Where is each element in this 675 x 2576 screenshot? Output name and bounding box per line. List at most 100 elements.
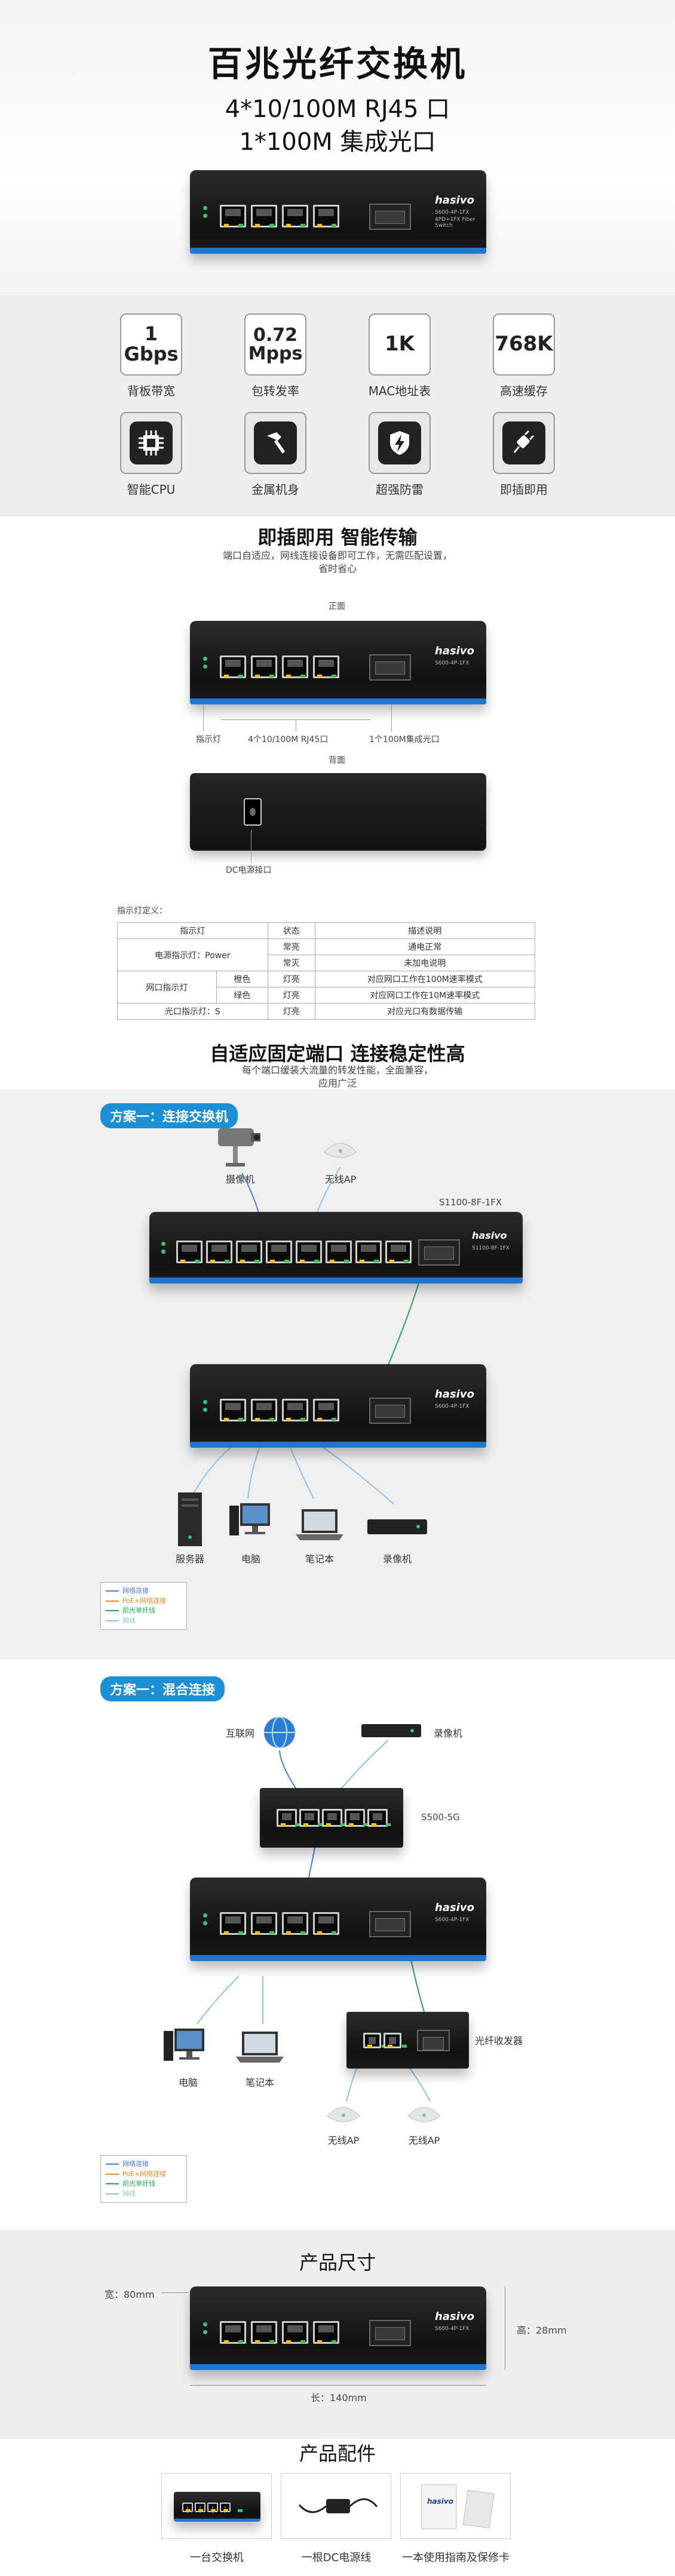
plug-icon: [502, 421, 545, 464]
camera-icon: [218, 1128, 260, 1167]
feature-label: 背板带宽: [127, 384, 175, 398]
callout-fiber: 1个100M集成光口: [369, 735, 440, 744]
laptop-icon: [296, 1509, 343, 1540]
pc-label: 电脑: [241, 1553, 260, 1565]
accessory-cable-label: 一根DC电源线: [301, 2552, 372, 2564]
dimension-height: 高：28mm: [517, 2325, 567, 2336]
legend-item: 网络连接: [106, 2159, 182, 2169]
legend-item: 前光单纤线: [106, 1606, 182, 1616]
lightning-shield-icon: [378, 421, 421, 464]
mixed-section: 方案一：混合连接 互联网 录像机 S500-5G: [0, 1660, 675, 2230]
legend-item: 网线: [106, 1616, 182, 1626]
manual-book-icon: hasivo: [421, 2484, 495, 2529]
callout-dc: DC电源接口: [226, 866, 272, 875]
dimension-switch-brand: hasivo: [435, 2310, 474, 2323]
feature-plug: 即插即用: [485, 412, 563, 497]
legend-scheme2: 网络连接 PoE+网络连接 前光单纤线 网线: [100, 2155, 187, 2203]
hero-switch-brand: hasivo: [435, 194, 474, 207]
transceiver-label: 光纤收发器: [474, 2035, 523, 2046]
svg-text:hasivo: hasivo: [427, 2497, 453, 2506]
fiber-transceiver-image: [346, 2012, 469, 2069]
big-switch-model: S1100-8F-1FX: [439, 1197, 502, 1208]
server-icon: [178, 1492, 202, 1546]
adapt-desc-1: 每个端口缓装大流量的转发性能，全面兼容，: [241, 1064, 433, 1076]
feature-metal: 金属机身: [237, 412, 314, 497]
feature-label: 即插即用: [500, 482, 548, 497]
hero-switch-model-desc: 4PD+1FX Fiber Switch: [435, 217, 475, 229]
feature-value: 1 Gbps: [120, 313, 182, 376]
small-switch-image: hasivo S600-4P-1FX: [190, 1364, 486, 1448]
wireless-ap-icon: [407, 2107, 441, 2122]
adapt-title: 自适应固定端口 连接稳定性高: [210, 1042, 465, 1065]
dimension-length: 长：140mm: [311, 2392, 367, 2403]
feature-value: 1K: [369, 313, 431, 376]
feature-value: 768K: [493, 313, 555, 376]
accessory-switch-label: 一台交换机: [190, 2552, 244, 2564]
dimension-switch-model: S600-4P-1FX: [435, 2326, 470, 2332]
led-table-caption: 指示灯定义：: [117, 906, 167, 916]
front-switch-image: hasivo S600-4P-1FX: [190, 621, 486, 704]
laptop-icon: [236, 2032, 284, 2063]
callout-led: 指示灯: [196, 735, 221, 744]
pc-label-2: 电脑: [178, 2077, 198, 2088]
big-switch-image: hasivo S1100-8F-1FX: [149, 1212, 523, 1284]
front-switch-model: S600-4P-1FX: [435, 660, 470, 666]
server-label: 服务器: [175, 1553, 204, 1565]
accessory-manual-label: 一本使用指南及保修卡: [402, 2552, 510, 2564]
callout-rj45: 4个10/100M RJ45口: [248, 735, 329, 744]
feature-label: 超强防雷: [376, 482, 424, 497]
legend-scheme1: 网络连接 PoE+网络连接 前光单纤线 网线: [100, 1582, 187, 1630]
internet-label: 互联网: [225, 1728, 254, 1739]
feature-label: 高速缓存: [500, 384, 548, 398]
ap-label-1: 无线AP: [327, 2135, 360, 2146]
s500-model-label: S500-5G: [421, 1812, 460, 1823]
mixed-switch-brand: hasivo: [435, 1901, 474, 1914]
dimension-switch-image: hasivo S600-4P-1FX: [190, 2286, 486, 2370]
adapt-desc-2: 应用广泛: [318, 1078, 357, 1089]
dc-port: [244, 798, 262, 826]
internet-globe-icon: [264, 1716, 295, 1749]
mixed-main-switch-image: hasivo S600-4P-1FX: [190, 1878, 486, 1961]
connection-lines: [191, 1167, 431, 1505]
back-label: 背面: [329, 756, 345, 765]
plug-desc-2: 省时省心: [318, 563, 357, 574]
table-row: 光口指示灯：S 灯亮 对应光口有数据传输: [117, 1003, 536, 1020]
hero-section: 百兆光纤交换机 4*10/100M RJ45 口 1*100M 集成光口 has…: [0, 0, 675, 296]
feature-forwarding: 0.72 Mpps 包转发率: [237, 313, 314, 399]
cpu-icon: [130, 421, 173, 464]
accessories-title: 产品配件: [299, 2442, 376, 2465]
feature-mac: 1K MAC地址表: [361, 313, 438, 399]
dimension-section: 产品尺寸 hasivo S600-4P-1FX 宽：80mm 高：28mm 长：…: [0, 2230, 675, 2439]
feature-lightning: 超强防雷: [361, 412, 438, 497]
small-switch-model: S600-4P-1FX: [435, 1404, 470, 1409]
accessories-section: 产品配件 一台交换机 一根DC电源线 hasivo: [0, 2439, 675, 2576]
plug-desc-1: 端口自适应，网线连接设备即可工作，无需匹配设置，: [222, 550, 452, 561]
scheme2-tag: 方案一：混合连接: [100, 1676, 225, 1701]
power-adapter-icon: [298, 2498, 378, 2513]
scheme1-tag: 方案一：连接交换机: [100, 1103, 238, 1128]
table-header: 指示灯: [117, 922, 268, 939]
front-label: 正面: [329, 602, 345, 611]
dimension-width: 宽：80mm: [105, 2289, 155, 2300]
legend-item: PoE+网络连接: [106, 2169, 182, 2180]
ap-label: 无线AP: [324, 1174, 357, 1185]
wireless-ap-icon: [324, 1143, 357, 1158]
mixed-switch-model: S600-4P-1FX: [435, 1917, 470, 1923]
hero-switch-image: hasivo S600-4P-1FX 4PD+1FX Fiber Switch: [190, 170, 486, 254]
recorder-icon: [367, 1519, 427, 1534]
table-header: 状态: [267, 922, 315, 939]
table-header-row: 指示灯 状态 描述说明: [117, 922, 536, 939]
feature-label: 智能CPU: [127, 482, 176, 497]
s500-switch-image: [260, 1788, 403, 1848]
back-switch-image: [190, 773, 486, 851]
laptop-label: 笔记本: [305, 1553, 334, 1565]
legend-item: PoE+网络连接: [106, 1596, 182, 1606]
recorder-icon: [361, 1724, 421, 1737]
legend-item: 网线: [106, 2189, 182, 2199]
feature-label: MAC地址表: [368, 384, 431, 398]
accessory-switch-image: [174, 2492, 260, 2522]
table-header: 描述说明: [314, 922, 536, 939]
led-definition-table: 指示灯 状态 描述说明 电源指示灯：Power 常亮 通电正常 常灭 未加电说明…: [117, 922, 536, 1020]
plug-title: 即插即用 智能传输: [257, 526, 418, 549]
